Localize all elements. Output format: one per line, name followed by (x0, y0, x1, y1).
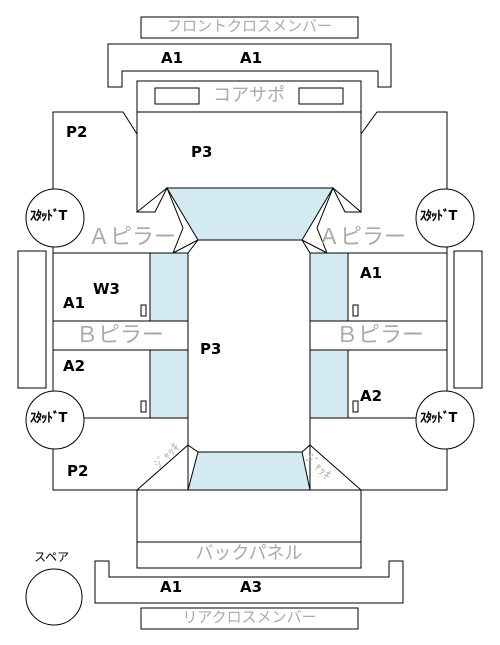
left-front-fender-rating: P2 (66, 123, 88, 141)
back-panel (136, 541, 362, 569)
trunk-lid (136, 489, 362, 543)
windshield (166, 187, 334, 241)
right-rear-door-handle (352, 400, 359, 413)
front-cross-right-rating: A1 (240, 49, 263, 67)
stud-rear-right-label: ｽﾀｯﾄﾞT (420, 411, 457, 426)
front-cross-member-label: フロントクロスメンバー (166, 17, 332, 35)
spare-tire (25, 568, 83, 626)
core-support-right-slot (298, 87, 344, 105)
front-cross-member-box (140, 16, 359, 39)
left-b-pillar (52, 320, 189, 351)
rear-window (187, 451, 311, 491)
right-rear-quarter (309, 417, 448, 491)
left-rear-window (149, 349, 189, 419)
stud-rear-right (415, 390, 475, 450)
front-cross-member-bracket (107, 43, 392, 88)
right-front-window (309, 252, 349, 322)
rear-cross-left-rating: A1 (160, 578, 183, 596)
left-rear-quarter-rating: P2 (67, 462, 89, 480)
left-rear-door-handle (140, 400, 147, 413)
back-panel-label: バックパネル (195, 543, 303, 564)
left-front-door-w-rating: W3 (93, 280, 120, 298)
stud-rear-left (25, 390, 85, 450)
left-front-door-rating: A1 (63, 294, 86, 312)
right-front-door-handle (352, 304, 359, 317)
left-front-window (149, 252, 189, 322)
core-support-label: コアサポ (213, 85, 285, 106)
right-rear-window (309, 349, 349, 419)
right-b-pillar (309, 320, 448, 351)
left-rear-door-rating: A2 (63, 357, 86, 375)
left-b-pillar-label: Ｂピラー (76, 323, 165, 348)
left-rear-quarter (52, 417, 189, 491)
right-b-pillar-label: Ｂピラー (336, 323, 425, 348)
right-a-pillar-label: Ａピラー (318, 225, 407, 250)
front-cross-left-rating: A1 (161, 49, 184, 67)
right-side-sill (453, 250, 483, 389)
stud-front-right-label: ｽﾀｯﾄﾞT (420, 209, 457, 224)
stud-front-left (25, 188, 85, 248)
hood-rating: P3 (191, 143, 213, 161)
right-rear-door-rating: A2 (360, 387, 383, 405)
rear-cross-member-box (140, 607, 359, 630)
rear-cross-member-label: リアクロスメンバー (182, 608, 317, 626)
left-front-door-handle (140, 304, 147, 317)
spare-label: スペア (34, 550, 70, 564)
stud-front-right (415, 188, 475, 248)
rear-cross-right-rating: A3 (240, 578, 263, 596)
roof-rating: P3 (200, 340, 222, 358)
left-a-pillar-label: Ａピラー (88, 225, 177, 250)
left-side-sill (17, 250, 47, 389)
stud-front-left-label: ｽﾀｯﾄﾞT (30, 209, 67, 224)
stud-rear-left-label: ｽﾀｯﾄﾞT (30, 411, 67, 426)
rear-cross-member-bracket (94, 560, 404, 604)
core-support-left-slot (154, 87, 200, 105)
right-front-door-rating: A1 (360, 264, 383, 282)
